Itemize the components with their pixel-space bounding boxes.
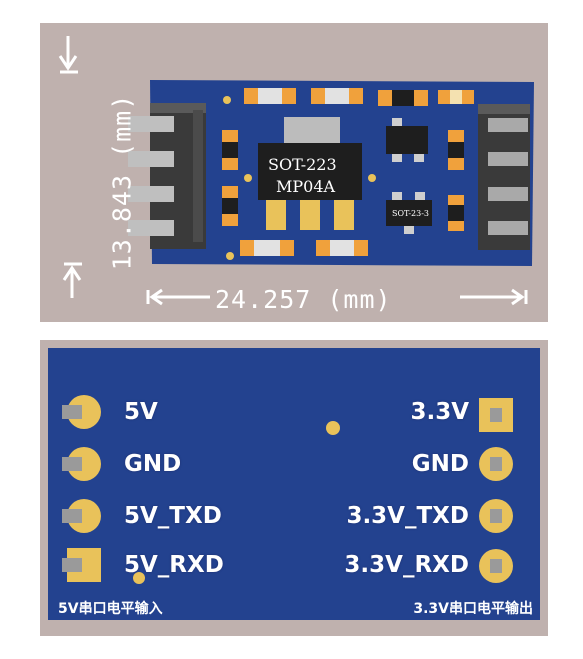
sot23-transistor-lower: SOT-23-3 — [386, 192, 432, 234]
left-pin-label-gnd: GND — [124, 451, 182, 477]
sot223-regulator: SOT-223 MP04A — [258, 117, 362, 230]
left-pin-label-5v: 5V — [124, 399, 158, 425]
vias — [223, 96, 376, 260]
left-pin-label-5v-txd: 5V_TXD — [124, 503, 222, 529]
right-caption: 3.3V串口电平输出 — [413, 601, 533, 617]
main-ic-label-2: MP04A — [276, 177, 336, 196]
via-bottom-center — [326, 421, 340, 435]
right-pin-header — [478, 104, 530, 250]
main-ic-label-1: SOT-223 — [268, 155, 337, 174]
smd-vertical-components — [222, 130, 464, 231]
left-pads — [62, 395, 101, 582]
sot23-transistor-upper — [386, 118, 428, 162]
right-pin-label-3v3-rxd: 3.3V_RXD — [344, 552, 469, 578]
top-view-drawing: SOT-223 MP04A SOT-23-3 — [58, 36, 534, 306]
smd-components — [240, 88, 474, 256]
small-ic-label: SOT-23-3 — [392, 209, 429, 218]
right-pin-label-gnd: GND — [411, 451, 469, 477]
left-pin-label-5v-rxd: 5V_RXD — [124, 552, 224, 578]
left-pin-header — [128, 103, 206, 249]
right-pads — [479, 398, 513, 583]
pcb-board-bottom — [48, 348, 540, 620]
right-pin-label-3v3-txd: 3.3V_TXD — [346, 503, 469, 529]
width-dimension-arrows — [146, 288, 528, 306]
height-dimension-arrows — [58, 36, 82, 298]
right-pin-label-3v3: 3.3V — [410, 399, 469, 425]
width-dimension-label: 24.257 (mm) — [215, 285, 392, 314]
via-bottom-left — [133, 572, 145, 584]
left-caption: 5V串口电平输入 — [58, 601, 163, 617]
